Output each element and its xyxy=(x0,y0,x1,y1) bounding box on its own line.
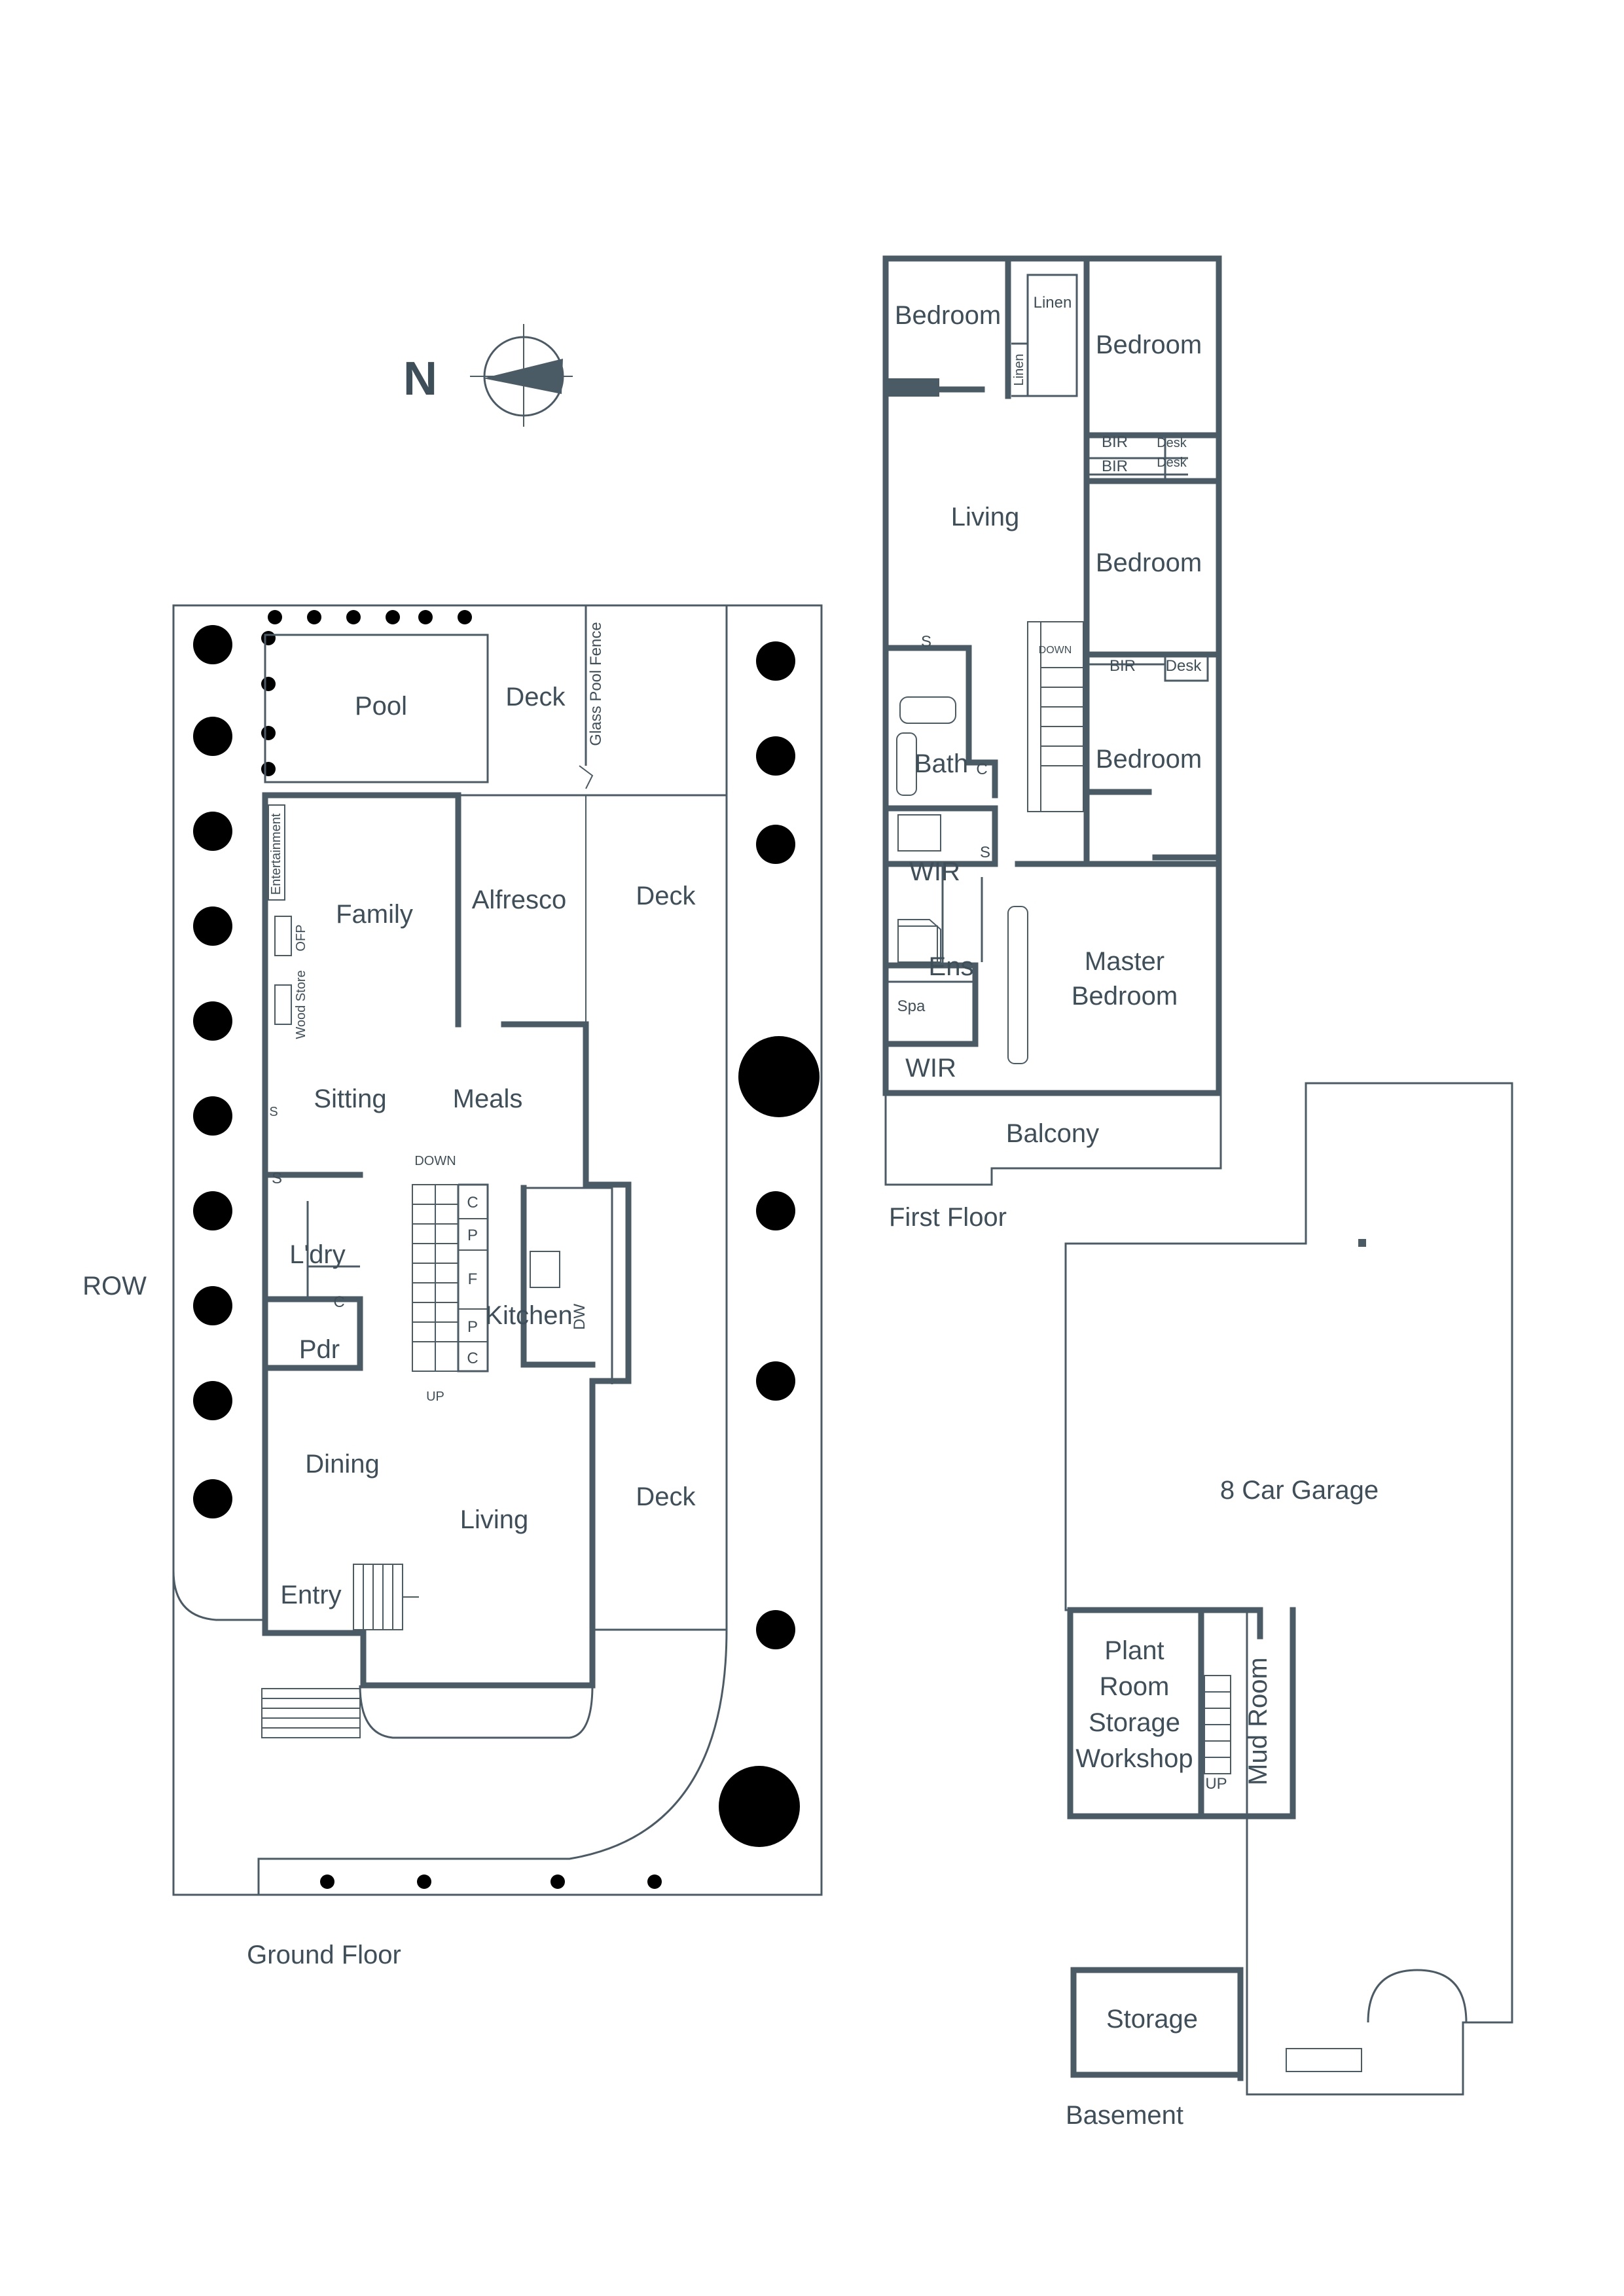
room-label: Bedroom xyxy=(1096,548,1202,577)
room-label: C xyxy=(467,1194,478,1211)
room-label: Pool xyxy=(355,692,407,721)
room-label: L'dry xyxy=(289,1240,345,1269)
room-label: Desk xyxy=(1157,436,1187,450)
room-label: Master xyxy=(1085,947,1164,976)
room-label: DOWN xyxy=(1039,645,1072,656)
room-label: Desk xyxy=(1157,456,1187,470)
room-label: F xyxy=(468,1270,478,1288)
room-label: Balcony xyxy=(1006,1119,1099,1148)
compass-rose-icon xyxy=(470,324,573,427)
room-label: BIR xyxy=(1102,457,1128,475)
stair-basement xyxy=(1204,1675,1231,1774)
room-label: Linen xyxy=(1012,354,1026,386)
room-label: Meals xyxy=(453,1085,523,1113)
room-label: Sitting xyxy=(314,1085,386,1113)
stair-ground xyxy=(412,1184,459,1372)
entry-stair xyxy=(261,1564,419,1738)
room-label: Glass Pool Fence xyxy=(587,622,605,745)
room-label: Alfresco xyxy=(472,886,567,914)
room-label: Pdr xyxy=(299,1335,340,1364)
room-label: Bath xyxy=(914,749,968,778)
room-label: Room xyxy=(1100,1672,1170,1701)
site-boundary xyxy=(172,604,823,1896)
room-label: BIR xyxy=(1102,433,1128,451)
ground-floor-plan: Pool Deck Glass Pool Fence Family Entert… xyxy=(82,604,823,1969)
basement-outline xyxy=(1064,1082,1513,2096)
room-label: Wood Store xyxy=(294,970,308,1039)
room-label: Dining xyxy=(305,1450,379,1479)
tree-row-left-icon xyxy=(193,625,232,1518)
room-label: Entertainment xyxy=(269,813,283,895)
room-label: Workshop xyxy=(1075,1744,1193,1773)
room-label: Ens xyxy=(929,952,974,981)
room-label: P xyxy=(467,1318,478,1336)
room-label: Mud Room xyxy=(1244,1657,1272,1785)
room-label: Living xyxy=(460,1505,529,1534)
room-label: C xyxy=(467,1350,478,1367)
room-label: Kitchen xyxy=(485,1301,572,1330)
pool-outline xyxy=(264,634,489,783)
first-floor-plan: Bedroom Linen Linen Bedroom BIR Desk BIR… xyxy=(882,255,1222,1232)
first-floor-walls xyxy=(882,255,1222,1096)
room-label: WIR xyxy=(909,857,960,886)
room-label: Bedroom xyxy=(1096,331,1202,359)
room-label: DW xyxy=(571,1304,588,1330)
room-label: S xyxy=(272,1170,282,1187)
room-label: Spa xyxy=(897,997,926,1015)
tree-row-right-icon xyxy=(719,641,820,1847)
room-label: UP xyxy=(426,1390,444,1404)
room-label: BIR xyxy=(1110,657,1136,675)
room-label: S xyxy=(269,1105,278,1119)
room-label: Living xyxy=(951,503,1020,531)
room-label: S xyxy=(980,844,990,861)
room-label: Storage xyxy=(1106,2005,1198,2034)
room-label: Deck xyxy=(505,683,566,711)
room-label: Bedroom xyxy=(1096,745,1202,774)
room-label: P xyxy=(467,1227,478,1244)
floor-caption: Ground Floor xyxy=(247,1941,401,1969)
compass: N xyxy=(403,324,573,427)
room-label: Plant xyxy=(1104,1636,1164,1665)
room-label: Bedroom xyxy=(1072,982,1178,1011)
room-label: Deck xyxy=(636,1482,696,1511)
room-label: WIR xyxy=(905,1054,956,1083)
room-label: Deck xyxy=(636,882,696,910)
room-label: Family xyxy=(336,900,413,929)
ground-floor-walls xyxy=(262,792,632,1689)
room-label: UP xyxy=(1205,1775,1227,1793)
room-label: S xyxy=(921,633,931,651)
room-label: DOWN xyxy=(414,1154,456,1168)
room-label: C xyxy=(333,1293,344,1311)
floor-caption: Basement xyxy=(1066,2101,1183,2130)
floor-caption: First Floor xyxy=(889,1203,1007,1232)
room-label: Linen xyxy=(1034,294,1072,312)
room-label: Storage xyxy=(1089,1708,1180,1737)
room-label: Entry xyxy=(280,1581,341,1609)
room-label: OFP xyxy=(294,924,308,951)
row-label: ROW xyxy=(82,1272,147,1300)
basement-plan: 8 Car Garage Plant Room Storage Workshop… xyxy=(1064,1082,1513,2130)
room-label: C xyxy=(976,761,987,778)
room-label: Bedroom xyxy=(895,301,1001,330)
stair-first xyxy=(1027,621,1084,812)
room-label: 8 Car Garage xyxy=(1220,1476,1379,1505)
north-label: N xyxy=(403,353,437,405)
room-label: Desk xyxy=(1166,657,1202,675)
